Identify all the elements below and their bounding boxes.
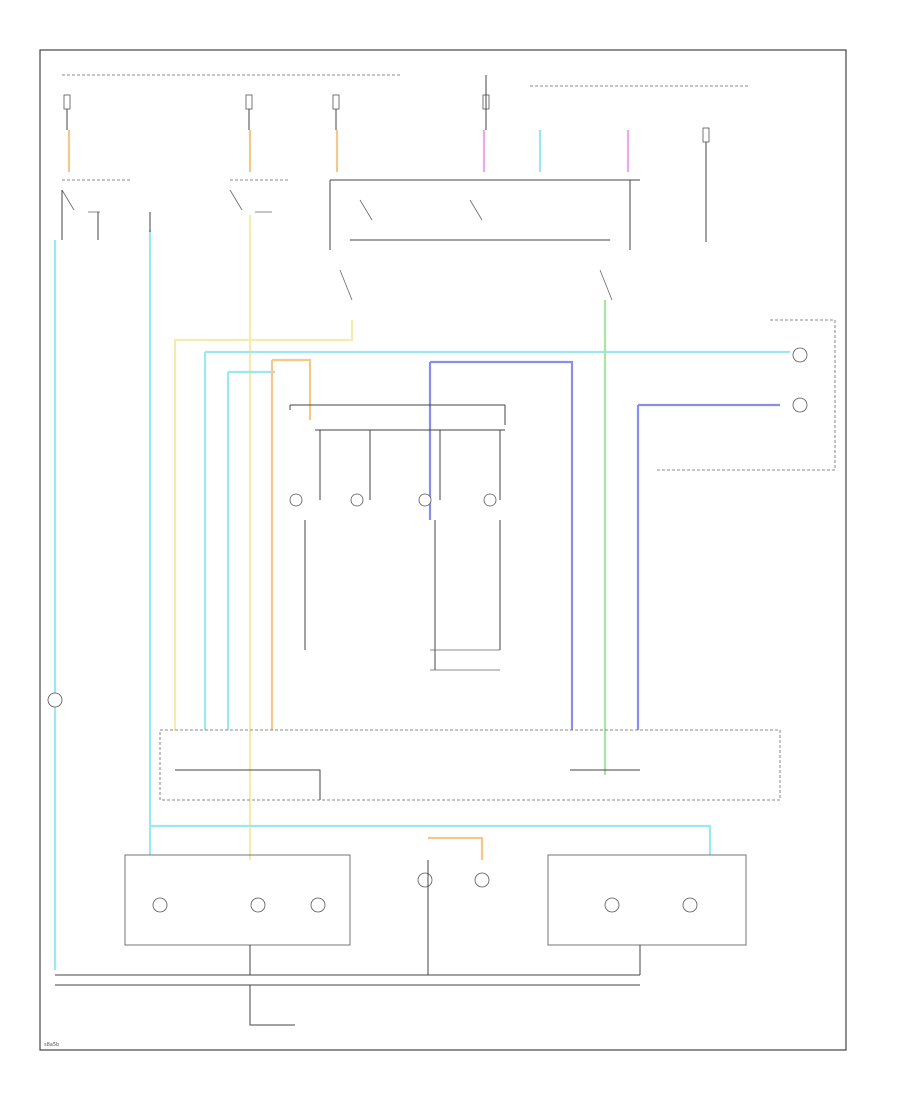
junction-bus — [175, 769, 640, 800]
fuse-3 — [332, 94, 340, 110]
lamp-icon — [310, 897, 326, 913]
lamp-icon — [250, 897, 266, 913]
left-rear-lamp-assembly — [124, 854, 351, 946]
footer-code: s8a5b — [44, 1042, 59, 1048]
fuse-2 — [245, 94, 253, 110]
ground-bus — [55, 974, 640, 986]
ground-lines — [430, 649, 500, 671]
module-bus-top — [289, 404, 506, 425]
lamp-icon — [682, 897, 698, 913]
lamp-icon — [289, 493, 303, 507]
module-ground-wires — [304, 520, 501, 670]
switch-contacts — [61, 189, 483, 221]
lamp-icon — [604, 897, 620, 913]
blue-wire-2 — [636, 403, 780, 730]
ground-drops — [249, 945, 641, 1026]
yellow-wire-2 — [173, 320, 354, 730]
diagram-frame — [39, 49, 847, 1051]
junction-connector — [159, 729, 781, 801]
lamp-icon — [792, 347, 808, 363]
module-bus-branches — [315, 429, 505, 500]
left-switch-wires — [61, 190, 151, 240]
orange-wire-main — [270, 358, 312, 730]
turn-switch-contacts — [339, 269, 613, 301]
right-lamps — [604, 897, 698, 913]
fuse-group — [63, 94, 710, 143]
lamp-icon — [474, 872, 490, 888]
lamp-icon — [152, 897, 168, 913]
left-lamps — [152, 897, 326, 913]
lamp-icon — [350, 493, 364, 507]
orange-wire-bottom — [428, 836, 484, 860]
lamp-icon — [792, 397, 808, 413]
connector-outline — [655, 319, 836, 471]
lamp-icon — [483, 493, 497, 507]
fuse-5 — [702, 127, 710, 143]
turn-bus-sides — [329, 180, 631, 250]
cyan-wire-bottom — [150, 824, 712, 855]
fuse-1 — [63, 94, 71, 110]
blue-wire-1 — [428, 360, 574, 730]
lamp-icon — [418, 493, 432, 507]
right-rear-lamp-assembly — [547, 854, 747, 946]
lamp-icon — [47, 692, 63, 708]
lamp-icon — [417, 872, 433, 888]
module-lamps — [289, 493, 497, 507]
